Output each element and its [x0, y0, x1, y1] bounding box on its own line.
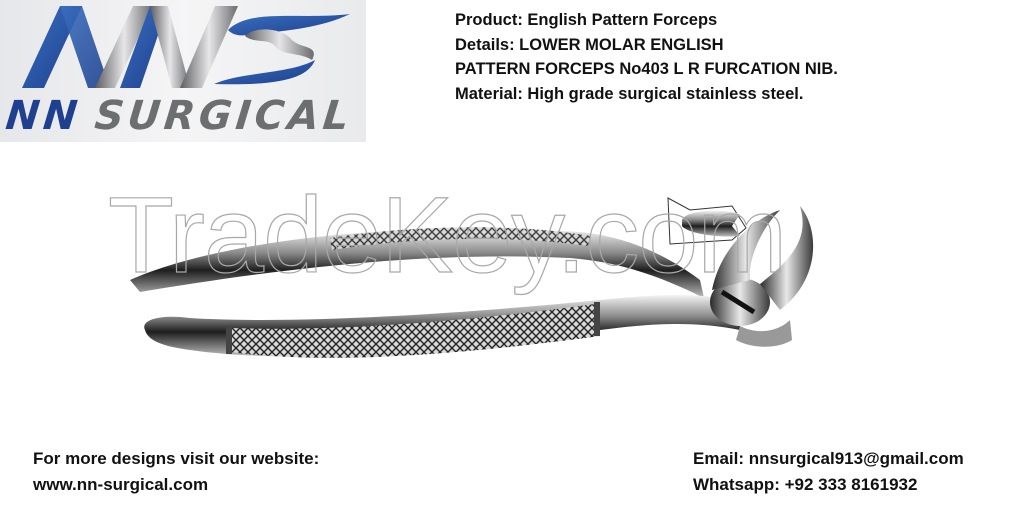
nns-ribbon-logo-icon [22, 6, 350, 88]
logo-brand-prefix: NN [3, 93, 84, 139]
whatsapp-text: Whatsapp: +92 333 8161932 [693, 475, 918, 494]
product-details: Details: LOWER MOLAR ENGLISH [455, 35, 724, 54]
dental-forceps-icon [130, 197, 814, 358]
product-name: Product: English Pattern Forceps [455, 11, 718, 29]
furcation-nib-detail-icon [667, 197, 747, 245]
website-prompt: For more designs visit our website: [33, 449, 320, 468]
contact-info: Email: nnsurgical913@gmail.com Whatsapp:… [693, 446, 964, 498]
logo-brand-suffix: SURGICAL [92, 93, 355, 139]
website-info: For more designs visit our website: www.… [33, 446, 319, 498]
product-material: Material: High grade surgical stainless … [455, 84, 804, 103]
product-details-continued: PATTERN FORCEPS No403 L R FURCATION NIB. [455, 60, 838, 78]
email-text: Email: nnsurgical913@gmail.com [693, 449, 964, 468]
website-link[interactable]: www.nn-surgical.com [33, 475, 209, 494]
product-info: Product: English Pattern Forceps Details… [455, 8, 838, 106]
